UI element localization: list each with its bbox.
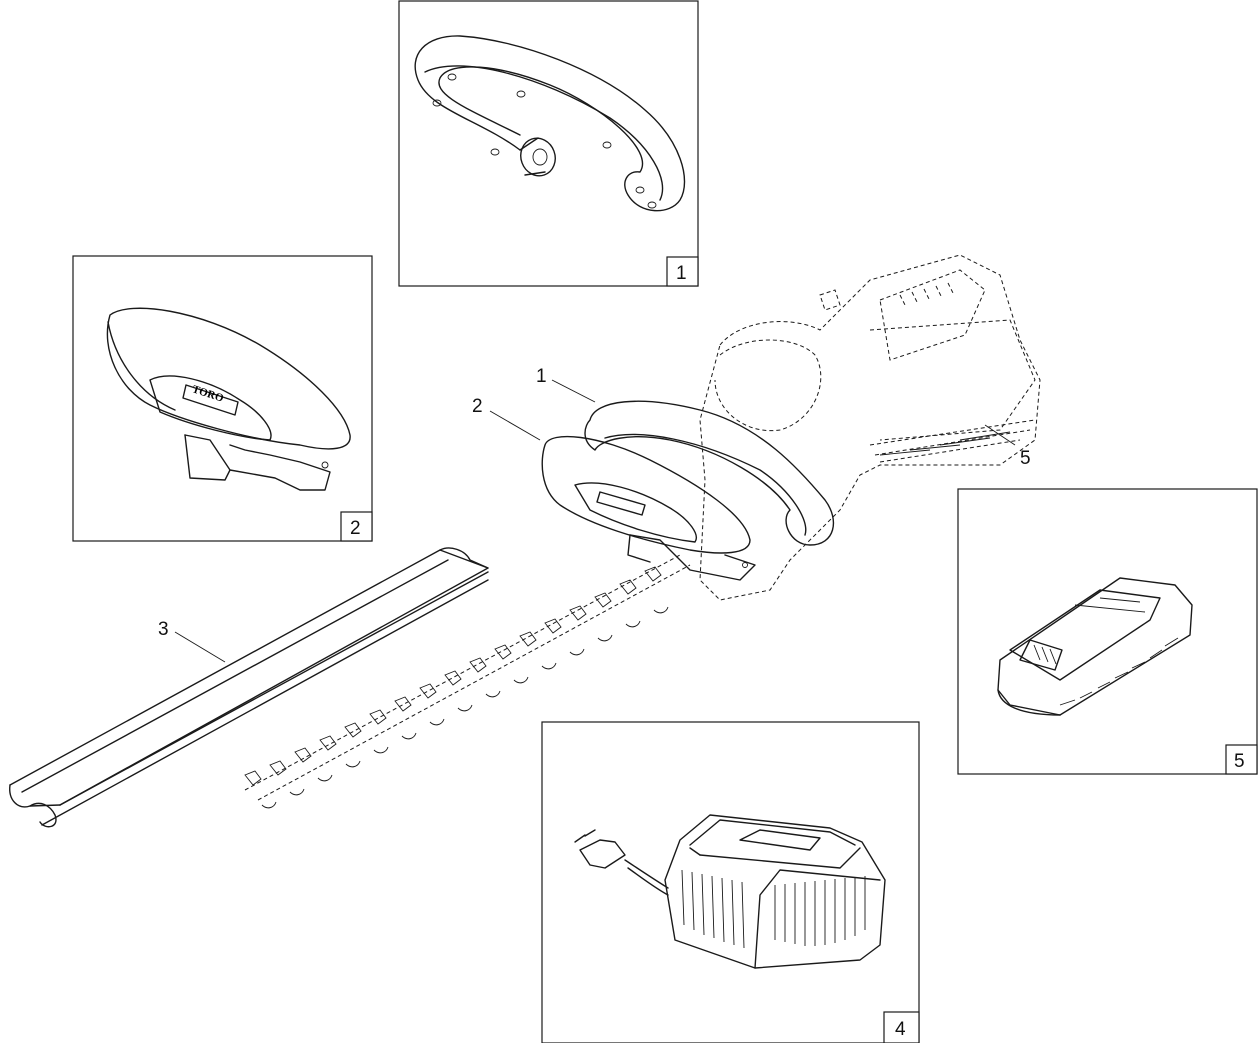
charger-vents-left <box>681 869 745 949</box>
callout-5: 5 <box>1020 448 1031 469</box>
callout-1: 1 <box>536 366 547 387</box>
hedge-trimmer-assembly <box>244 254 1041 809</box>
blade-teeth <box>244 554 691 809</box>
panel-4-charger: 4 <box>541 721 920 1043</box>
panel-1-loop-handle: 1 <box>398 0 699 287</box>
panel-5-frame <box>957 488 1258 775</box>
loop-handle-detail <box>414 35 686 212</box>
panel-1-number: 1 <box>676 263 687 284</box>
panel-2-number: 2 <box>350 518 361 539</box>
panel-5-battery: 5 <box>957 488 1258 775</box>
callout-3: 3 <box>158 619 169 640</box>
charger-vents-right <box>774 876 866 946</box>
charger-detail <box>574 814 886 969</box>
panel-4-frame <box>541 721 920 1043</box>
panel-1-number-box <box>666 256 699 287</box>
panel-5-number: 5 <box>1234 751 1245 772</box>
panel-5-number-box <box>1225 744 1258 775</box>
panel-2-hand-guard: TORO 2 <box>72 255 373 542</box>
blade-sheath <box>9 547 489 828</box>
callout-leaders <box>174 379 1016 663</box>
panel-4-number-box <box>883 1011 920 1043</box>
hand-guard-detail: TORO <box>106 307 351 491</box>
callout-2: 2 <box>472 396 483 417</box>
panel-2-frame <box>72 255 373 542</box>
panel-4-number: 4 <box>895 1019 906 1040</box>
battery-detail <box>997 577 1193 716</box>
panel-2-number-box <box>340 511 373 542</box>
